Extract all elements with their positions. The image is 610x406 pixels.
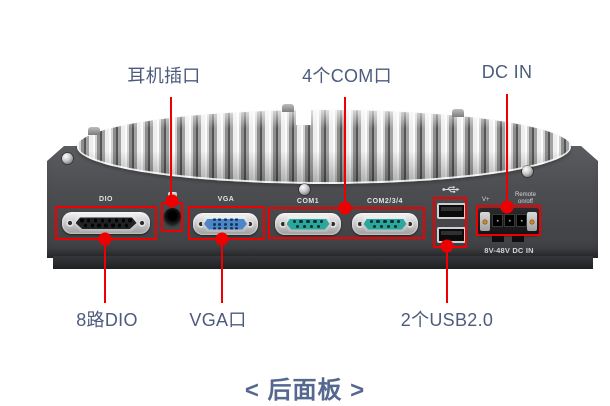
port-label-com234: COM2/3/4: [367, 198, 403, 205]
screw-hole-icon: [246, 220, 254, 228]
vga-connector-face: [204, 218, 247, 230]
dsub-shell: [284, 216, 332, 232]
dsub-shell: [361, 216, 409, 232]
callout-line-com: [344, 97, 346, 208]
callout-label-dcin: DC IN: [481, 62, 533, 82]
dsub-shell: [201, 216, 250, 232]
dc-terminal-block: [478, 208, 539, 235]
headphone-jack: [164, 208, 181, 225]
callout-dot-vga: [215, 232, 229, 246]
vga-port: [193, 213, 258, 235]
power-remote-label: Remote on/off: [515, 192, 536, 205]
power-remote-line1: Remote: [515, 192, 537, 198]
dsub-shell: [73, 214, 139, 232]
terminal-tab: [512, 236, 524, 242]
callout-dot-headphone: [165, 194, 179, 208]
heatsink-screw-bump: [88, 127, 100, 135]
usb-icon: [442, 186, 460, 193]
callout-label-usb: 2个USB2.0: [400, 310, 494, 330]
terminal-tab: [492, 236, 504, 242]
terminal-plate: [480, 212, 490, 231]
screw-hole-icon: [329, 220, 337, 228]
dio-port: [62, 212, 150, 234]
screw-icon: [522, 166, 533, 177]
power-remote-line2: on/off: [518, 198, 533, 205]
callout-label-headphone: 耳机插口: [127, 66, 201, 86]
heatsink-screw-bump: [452, 109, 464, 117]
callout-dot-dcin: [500, 200, 514, 214]
com234-connector-face: [363, 218, 407, 230]
heatsink-fins: [77, 110, 571, 184]
screw-hole-icon: [356, 220, 364, 228]
callout-line-vga: [221, 239, 223, 303]
callout-dot-usb: [440, 239, 454, 253]
figure-caption: < 后面板 >: [244, 377, 366, 404]
callout-label-com: 4个COM口: [302, 66, 392, 86]
terminal-socket: [504, 214, 515, 227]
power-rating-text: 8V-48V DC IN: [484, 246, 534, 255]
screw-icon: [299, 184, 310, 195]
com234-port: [352, 213, 418, 235]
heatsink-notch: [296, 109, 311, 125]
dio-connector-face: [75, 217, 137, 229]
com1-connector-face: [286, 218, 330, 230]
callout-dot-com: [338, 201, 352, 215]
screw-hole-icon: [279, 220, 287, 228]
callout-line-dcin: [506, 94, 508, 207]
terminal-screw-icon: [482, 219, 488, 224]
callout-label-vga: VGA口: [189, 310, 247, 330]
callout-label-dio: 8路DIO: [76, 310, 138, 330]
power-pin-label: V+: [482, 197, 490, 203]
terminal-plate: [527, 212, 537, 231]
callout-line-headphone: [170, 97, 172, 201]
chassis-base: [53, 256, 593, 269]
screw-hole-icon: [197, 220, 205, 228]
callout-line-usb: [446, 246, 448, 303]
com1-port: [275, 213, 341, 235]
callout-dot-dio: [98, 232, 112, 246]
screw-icon: [62, 153, 73, 164]
port-label-dio: DIO: [99, 196, 113, 203]
terminal-socket: [492, 214, 503, 227]
callout-line-dio: [104, 239, 106, 303]
screw-hole-icon: [138, 219, 146, 227]
terminal-socket: [516, 214, 527, 227]
screw-hole-icon: [66, 219, 74, 227]
screw-hole-icon: [406, 220, 414, 228]
port-label-vga: VGA: [217, 196, 235, 203]
terminal-screw-icon: [529, 219, 535, 224]
port-label-com1: COM1: [296, 198, 320, 205]
heatsink-screw-bump: [282, 104, 294, 112]
